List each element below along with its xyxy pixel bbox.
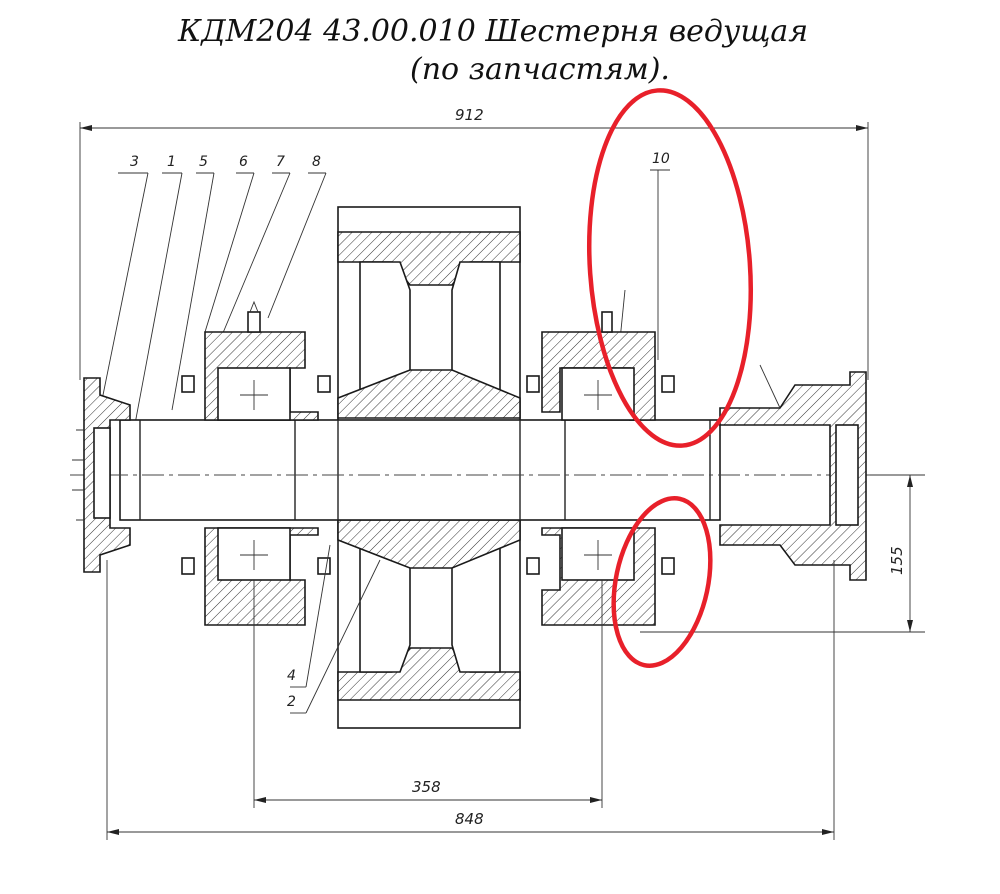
title-line-2: (по запчастям). [410, 52, 670, 87]
callout-3: 3 [130, 154, 139, 170]
callout-5: 5 [199, 154, 208, 170]
highlight-ellipse-upper [586, 88, 754, 448]
dimension-155: 155 [640, 474, 925, 633]
right-coupling [719, 364, 867, 581]
dimension-912: 912 [79, 106, 869, 380]
dimension-848: 848 [106, 560, 835, 840]
left-flange [72, 377, 131, 573]
callouts-left: 3 1 5 6 7 8 [101, 154, 327, 441]
highlight-marks [586, 88, 754, 668]
callout-6: 6 [239, 154, 248, 170]
dimension-358: 358 [253, 580, 603, 808]
callout-7: 7 [276, 154, 285, 170]
right-bearing-housing [526, 311, 675, 626]
callout-1: 1 [167, 154, 176, 170]
callout-10-group: 10 [617, 151, 670, 361]
dimension-358-label: 358 [412, 778, 441, 796]
left-bearing-housing [181, 300, 331, 626]
callout-10: 10 [652, 151, 670, 167]
callout-4: 4 [287, 668, 296, 684]
dimension-912-label: 912 [455, 106, 484, 124]
callouts-bottom: 4 2 [287, 544, 381, 714]
highlight-ellipse-lower [611, 496, 713, 668]
dimension-155-label: 155 [888, 546, 906, 575]
callout-8: 8 [312, 154, 321, 170]
callout-2: 2 [287, 694, 296, 710]
title-line-1: КДМ204 43.00.010 Шестерня ведущая [178, 14, 809, 49]
dimension-848-label: 848 [455, 810, 484, 828]
shaft [70, 419, 925, 521]
